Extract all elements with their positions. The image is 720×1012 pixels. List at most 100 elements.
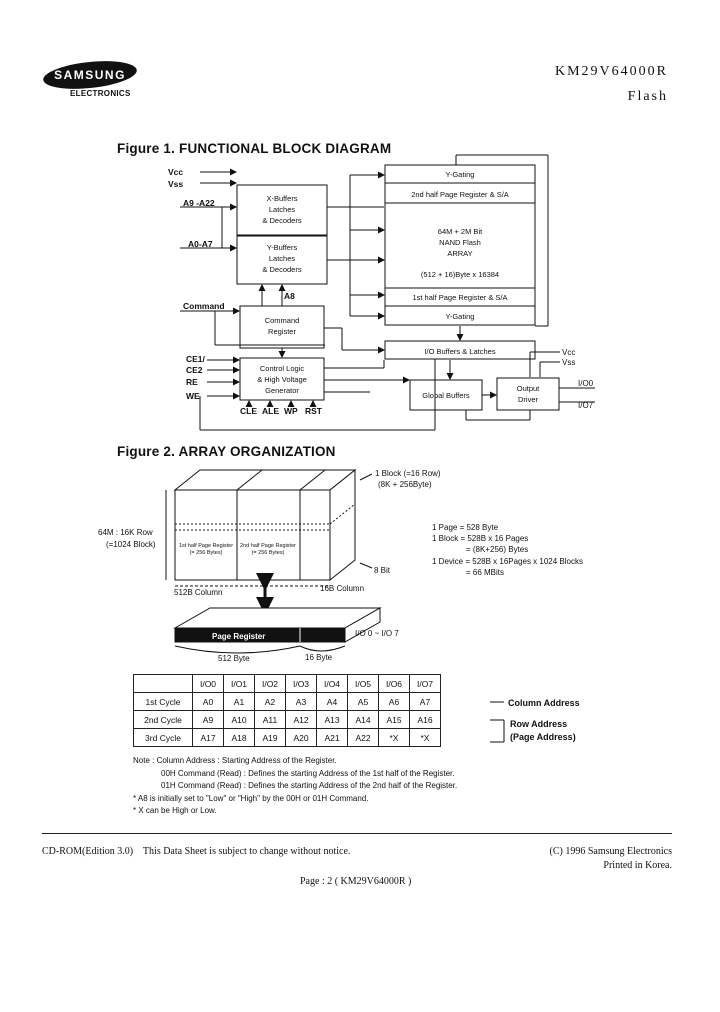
output-driver-block [496, 377, 560, 411]
table-cell: A2 [254, 692, 286, 711]
array-organization-diagram: 1 Block (=16 Row) (8K + 256Byte) 64M : 1… [98, 468, 583, 663]
table-row: 2nd Cycle A9 A10 A11 A12 A13 A14 A15 A16 [133, 710, 441, 729]
note-x: * X can be High or Low. [133, 806, 217, 815]
table-cell: A11 [254, 710, 286, 729]
ce2-label: CE2 [186, 365, 203, 375]
ygate-bottom: Y-Gating [446, 312, 475, 321]
table-cell: I/O6 [378, 674, 410, 693]
ctrl-line2: & High Voltage [257, 375, 307, 384]
vcc-label: Vcc [168, 167, 183, 177]
output-line1: Output [517, 384, 540, 393]
table-cell: A13 [316, 710, 348, 729]
ygate-top: Y-Gating [446, 170, 475, 179]
table-cell: I/O2 [254, 674, 286, 693]
table-header-row: I/O0 I/O1 I/O2 I/O3 I/O4 I/O5 I/O6 I/O7 [133, 674, 441, 693]
xbuf-line1: X-Buffers [266, 194, 297, 203]
table-cell: A15 [378, 710, 410, 729]
column-address-label: Column Address [508, 698, 580, 708]
memory-array-block [384, 164, 536, 326]
table-cell: A4 [316, 692, 348, 711]
ctrl-line3: Generator [265, 386, 299, 395]
table-cell: 1st Cycle [133, 692, 193, 711]
samsung-logo: SAMSUNG [43, 61, 137, 89]
table-cell: A9 [192, 710, 224, 729]
table-cell: A21 [316, 728, 348, 747]
table-cell: I/O3 [285, 674, 317, 693]
half2-size: (= 256 Bytes) [252, 550, 285, 556]
spec-page: 1 Page = 528 Byte [432, 523, 499, 532]
table-cell: I/O1 [223, 674, 255, 693]
table-cell: A1 [223, 692, 255, 711]
table-cell: I/O4 [316, 674, 348, 693]
x-buffers-block [236, 184, 328, 236]
logo-text: SAMSUNG [54, 68, 126, 82]
addr-hi-label: A9 -A22 [183, 198, 215, 208]
bytes512-label: 512 Byte [218, 654, 250, 663]
global-buffers: Global Buffers [422, 391, 470, 400]
out-vss-label: Vss [562, 358, 575, 367]
table-cell: *X [409, 728, 441, 747]
control-logic-block [239, 357, 325, 401]
block-label: 1 Block (=16 Row) [375, 469, 441, 478]
io-buffers: I/O Buffers & Latches [424, 347, 495, 356]
ce1-label: CE1/ [186, 354, 206, 364]
spec-device: 1 Device = 528B x 16Pages x 1024 Blocks [432, 557, 583, 566]
table-cell: A14 [347, 710, 379, 729]
table-cell: A5 [347, 692, 379, 711]
io7-label: I/O7 [578, 401, 594, 410]
part-number: KM29V64000R [554, 64, 668, 79]
cmdreg-line2: Register [268, 327, 296, 336]
io-range-label: I/O 0 ~ I/O 7 [355, 629, 399, 638]
array-line1: 64M + 2M Bit [438, 227, 483, 236]
page-address-label: (Page Address) [510, 732, 576, 742]
page-register-1st: 1st half Page Register & S/A [412, 293, 507, 302]
table-cell: A19 [254, 728, 286, 747]
table-row: 1st Cycle A0 A1 A2 A3 A4 A5 A6 A7 [133, 692, 441, 711]
ybuf-line1: Y-Buffers [267, 243, 298, 252]
table-cell: A7 [409, 692, 441, 711]
note-a8: * A8 is initially set to "Low" or "High"… [133, 794, 369, 803]
half1-label: 1st half Page Register [179, 543, 233, 549]
table-cell: A22 [347, 728, 379, 747]
table-cell: A17 [192, 728, 224, 747]
note-01h: 01H Command (Read) : Defines the startin… [161, 781, 458, 790]
footer-divider [42, 833, 672, 834]
table-side-labels: Column Address Row Address (Page Address… [490, 698, 580, 743]
a8-label: A8 [284, 291, 295, 301]
table-cell: I/O0 [192, 674, 224, 693]
page-register-label: Page Register [212, 632, 265, 641]
blocks-label: (=1024 Block) [106, 540, 156, 549]
half2-label: 2nd half Page Register [240, 543, 296, 549]
col512-label: 512B Column [174, 588, 222, 597]
table-cell [133, 674, 193, 693]
output-line2: Driver [518, 395, 539, 404]
cmdreg-line1: Command [265, 316, 300, 325]
xbuf-line2: Latches [269, 205, 296, 214]
logo-subtitle: ELECTRONICS [70, 89, 131, 98]
table-cell: A18 [223, 728, 255, 747]
table-cell: A3 [285, 692, 317, 711]
out-vcc-label: Vcc [562, 348, 575, 357]
part-category: Flash [627, 89, 668, 104]
footer-copyright: (C) 1996 Samsung Electronics [549, 846, 672, 857]
row-address-label: Row Address [510, 719, 567, 729]
array-size: (512 + 16)Byte x 16384 [421, 270, 499, 279]
rows-label: 64M : 16K Row [98, 528, 153, 537]
table-cell: I/O7 [409, 674, 441, 693]
bytes16-label: 16 Byte [305, 653, 333, 662]
rst-label: RST [305, 406, 323, 416]
col16-label: 16B Column [320, 584, 364, 593]
table-row: 3rd Cycle A17 A18 A19 A20 A21 A22 *X *X [133, 728, 441, 747]
footer-printed: Printed in Korea. [603, 860, 672, 871]
table-cell: A0 [192, 692, 224, 711]
block-size-label: (8K + 256Byte) [378, 480, 432, 489]
io0-label: I/O0 [578, 379, 594, 388]
table-cell: A10 [223, 710, 255, 729]
table-cell: A12 [285, 710, 317, 729]
spec-block-bytes: = (8K+256) Bytes [466, 545, 528, 554]
figure1-title: Figure 1. FUNCTIONAL BLOCK DIAGRAM [117, 141, 392, 156]
wp-label: WP [284, 406, 298, 416]
command-label: Command [183, 301, 225, 311]
io-buffers-block [384, 340, 536, 360]
address-cycle-table: I/O0 I/O1 I/O2 I/O3 I/O4 I/O5 I/O6 I/O7 … [133, 674, 441, 747]
